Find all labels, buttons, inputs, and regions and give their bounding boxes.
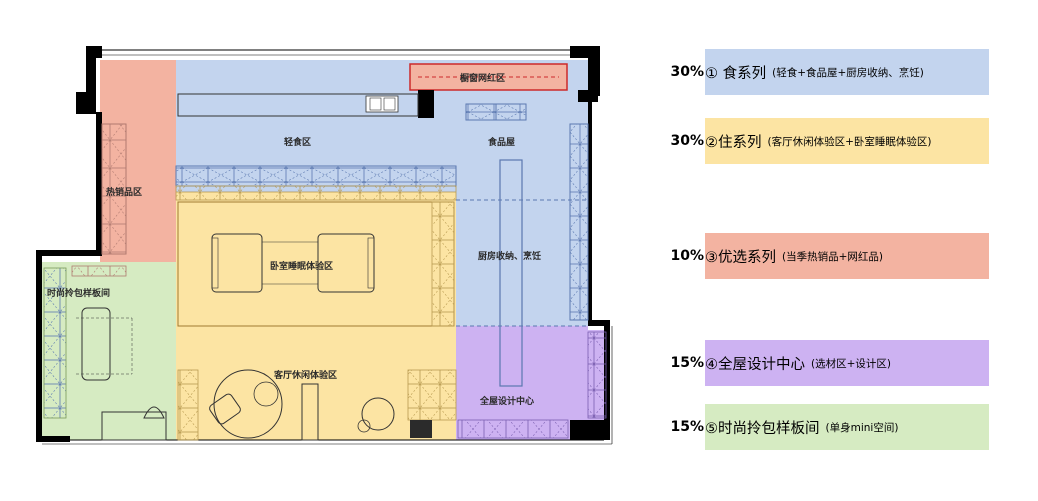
legend-item-living: ②住系列 (客厅休闲体验区+卧室睡眠体验区) <box>705 118 989 164</box>
label-bag-room: 时尚拎包样板间 <box>47 287 110 299</box>
legend-name-design: ④全屋设计中心 <box>705 356 805 373</box>
legend-name-bag: ⑤时尚拎包样板间 <box>705 420 820 437</box>
walls <box>36 46 610 442</box>
legend-name-select: ③优选系列 <box>705 249 776 266</box>
legend-name-food: ① 食系列 <box>705 65 767 82</box>
legend-percent-design: 15% <box>670 355 704 371</box>
label-bedroom: 卧室睡眠体验区 <box>270 260 333 272</box>
legend-item-design: ④全屋设计中心 (选材区+设计区) <box>705 340 989 386</box>
legend-percent-select: 10% <box>670 248 704 264</box>
legend-item-bag: ⑤时尚拎包样板间 (单身mini空间) <box>705 404 989 450</box>
living-rug <box>213 369 283 439</box>
legend-name-living: ②住系列 <box>705 134 762 151</box>
legend-percent-living: 30% <box>670 133 704 149</box>
label-hot-sale: 热销品区 <box>106 186 142 198</box>
floor-plan: 轻食区 食品屋 橱窗网红区 热销品区 卧室睡眠体验区 厨房收纳、烹饪 时尚拎包样… <box>36 46 613 445</box>
legend-percent-food: 30% <box>670 64 704 80</box>
legend-item-food: ① 食系列 (轻食+食品屋+厨房收纳、烹饪) <box>705 49 989 95</box>
legend-detail-bag: (单身mini空间) <box>825 421 899 434</box>
sofa <box>81 307 111 381</box>
label-window-spot: 橱窗网红区 <box>460 72 505 84</box>
light-meal-counter <box>177 93 419 117</box>
label-light-meal: 轻食区 <box>284 136 311 148</box>
label-kitchen: 厨房收纳、烹饪 <box>478 250 541 262</box>
legend-item-select: ③优选系列 (当季热销品+网红品) <box>705 233 989 279</box>
label-living: 客厅休闲体验区 <box>273 369 337 381</box>
legend-detail-design: (选材区+设计区) <box>811 357 891 370</box>
legend-percent-bag: 15% <box>670 419 704 435</box>
legend-detail-select: (当季热销品+网红品) <box>782 250 883 263</box>
label-design-center: 全屋设计中心 <box>479 395 534 407</box>
legend-detail-living: (客厅休闲体验区+卧室睡眠体验区) <box>767 135 932 148</box>
kitchen-island <box>499 159 523 387</box>
legend-detail-food: (轻食+食品屋+厨房收纳、烹饪) <box>772 66 924 79</box>
label-food-shop: 食品屋 <box>487 136 515 148</box>
